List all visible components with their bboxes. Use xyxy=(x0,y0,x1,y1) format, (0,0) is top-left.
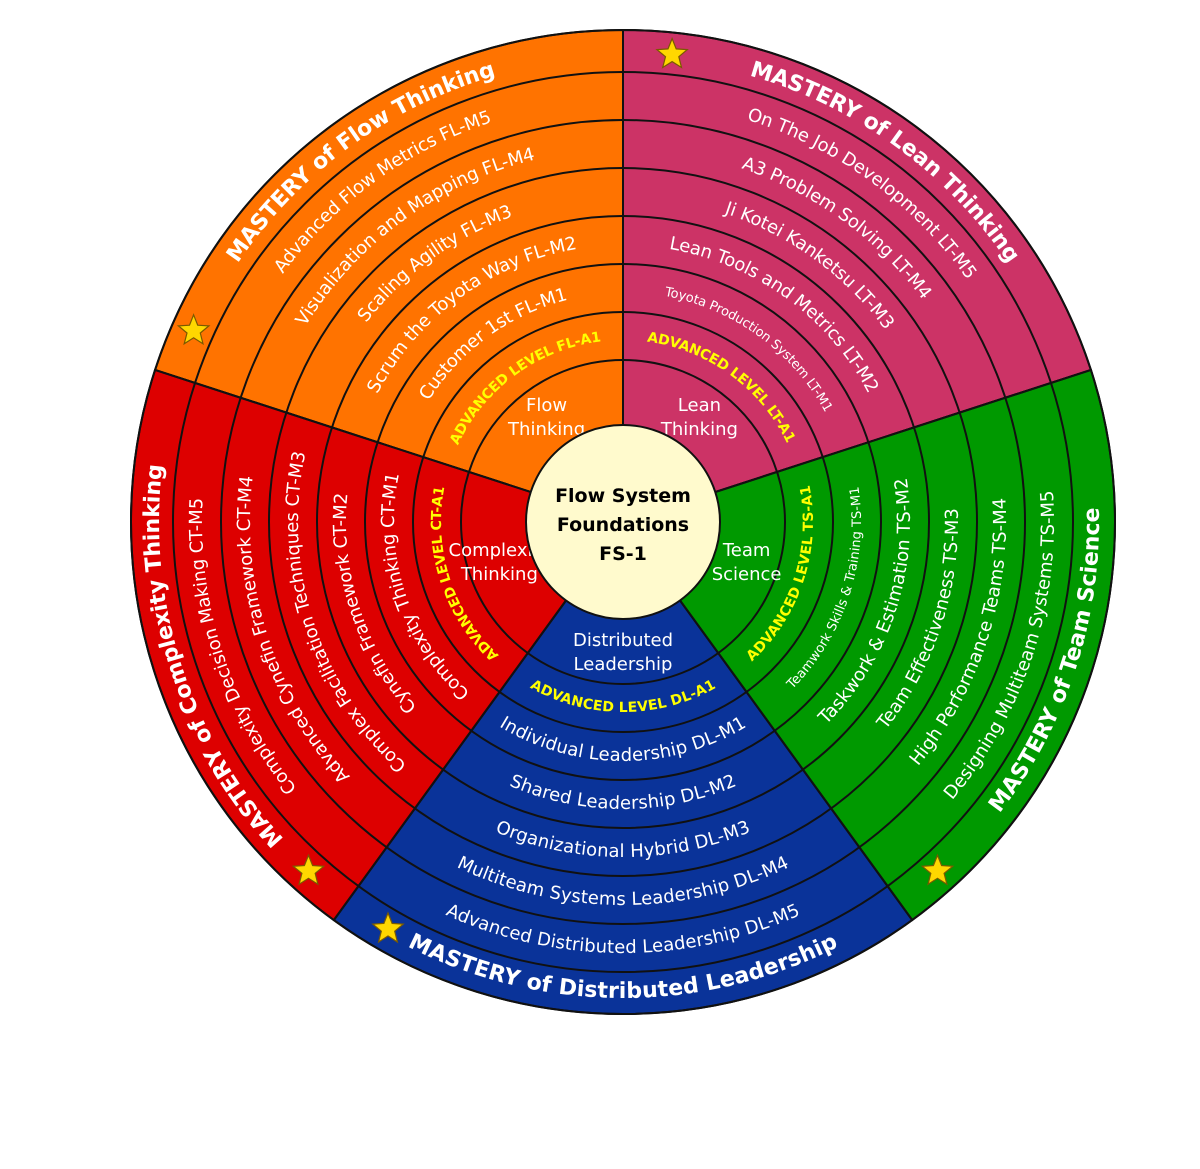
hub-line-3: FS-1 xyxy=(599,543,647,565)
intro-label-lean-2: Thinking xyxy=(660,419,738,440)
mastery-stars xyxy=(176,36,955,944)
star-icon xyxy=(176,313,211,346)
intro-label-leadership-2: Leadership xyxy=(574,654,673,675)
intro-label-complexity-2: Thinking xyxy=(460,564,538,585)
star-icon xyxy=(655,36,689,69)
intro-label-lean-1: Lean xyxy=(678,395,721,416)
intro-label-leadership-1: Distributed xyxy=(573,630,673,651)
hub-line-2: Foundations xyxy=(557,514,689,536)
intro-label-team-1: Team xyxy=(722,540,771,561)
intro-label-flow-1: Flow xyxy=(526,395,567,416)
foundations-hub xyxy=(525,424,721,620)
star-icon xyxy=(291,853,326,886)
star-icon xyxy=(920,853,955,886)
intro-label-complexity-1: Complexity xyxy=(449,540,551,561)
star-icon xyxy=(371,911,405,944)
intro-label-team-2: Science xyxy=(712,564,782,585)
hub-line-1: Flow System xyxy=(555,485,691,507)
center-hub: Flow System Foundations FS-1 xyxy=(525,424,721,620)
sector-backgrounds xyxy=(130,28,1116,1015)
intro-label-flow-2: Thinking xyxy=(507,419,585,440)
